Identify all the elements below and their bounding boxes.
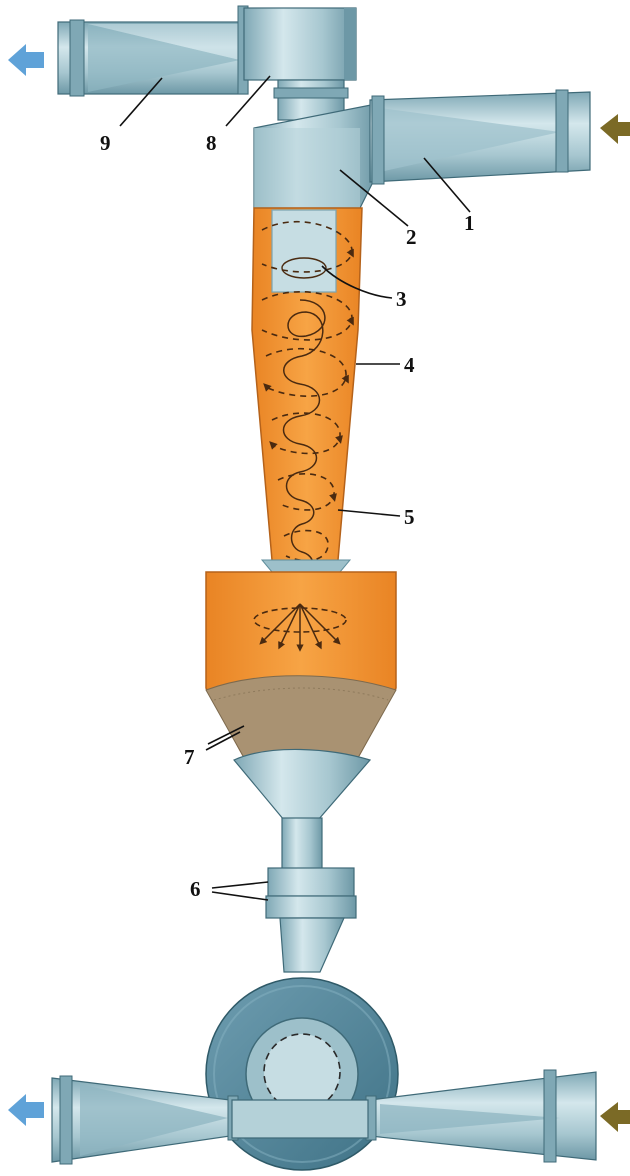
callout-6: 6 <box>190 877 201 901</box>
callout-1: 1 <box>464 211 475 235</box>
exhaust-head <box>244 8 356 120</box>
callout-3: 3 <box>396 287 407 311</box>
inlet-pipe-top <box>370 90 590 184</box>
callout-9: 9 <box>100 131 111 155</box>
arrow-left-icon <box>8 44 44 76</box>
fan-unit <box>52 978 596 1170</box>
inlet-housing <box>254 104 376 208</box>
arrow-left-icon <box>600 1102 630 1132</box>
arrow-left-icon <box>8 1094 44 1126</box>
callout-7: 7 <box>184 745 195 769</box>
callout-5: 5 <box>404 505 415 529</box>
airlock-valve <box>266 868 356 972</box>
outlet-pipe-top <box>58 6 248 96</box>
callout-2: 2 <box>406 225 417 249</box>
discharge-funnel <box>234 749 370 870</box>
callout-4: 4 <box>404 353 415 377</box>
callout-8: 8 <box>206 131 217 155</box>
cyclone-body <box>252 208 362 600</box>
arrow-left-icon <box>600 114 630 144</box>
dust-hopper <box>206 560 396 772</box>
